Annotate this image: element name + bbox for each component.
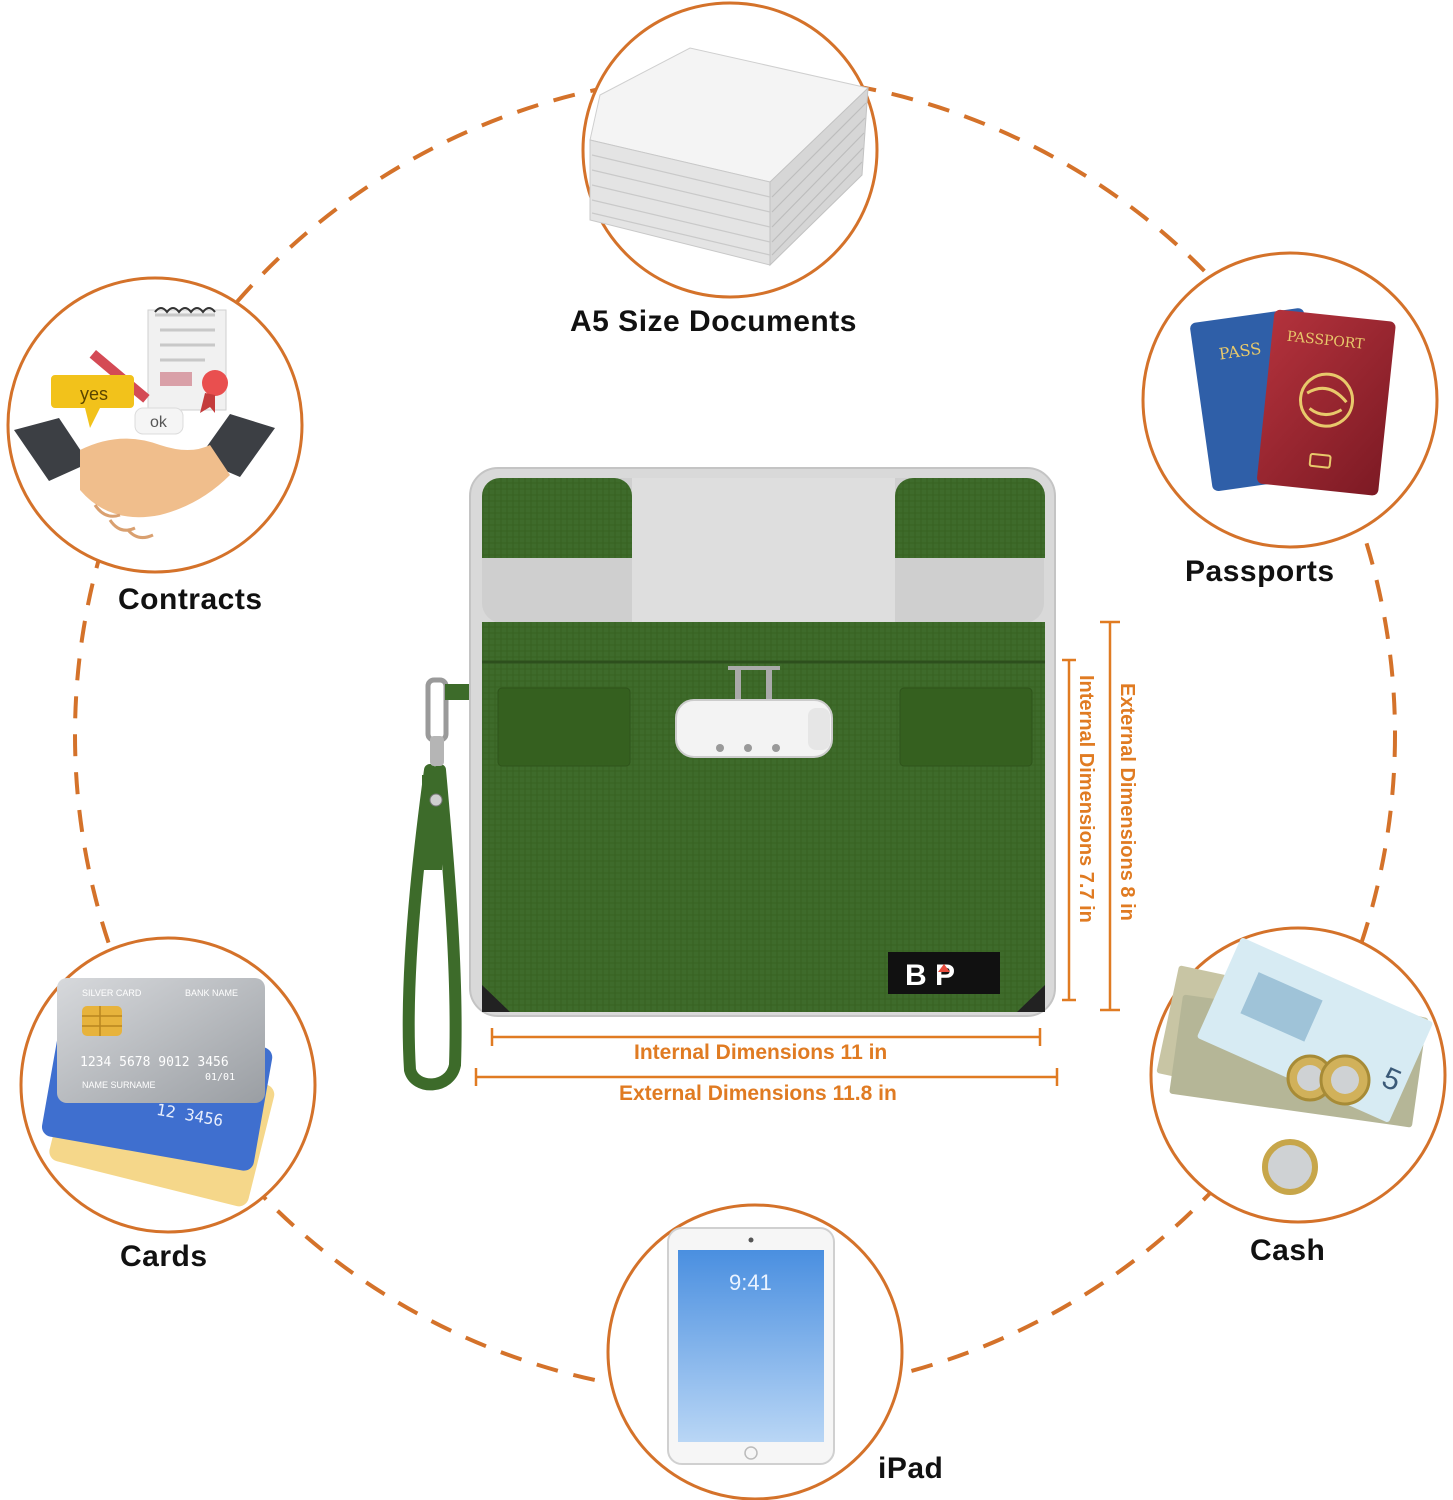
- bank-cards-icon: 12 3456 SILVER CARD BANK NAME 1234 5678 …: [41, 978, 275, 1207]
- document-bag: B P: [402, 467, 1056, 1091]
- contracts-label: Contracts: [118, 583, 263, 616]
- ok-bubble-text: ok: [150, 414, 168, 431]
- card-expiry-text: 01/01: [205, 1072, 235, 1083]
- internal-width-label: Internal Dimensions 11 in: [634, 1041, 888, 1064]
- brand-logo: B P: [888, 952, 1000, 994]
- combination-lock-icon: [675, 666, 833, 758]
- cash-vignette: 5: [1149, 926, 1447, 1224]
- passports-vignette: PASS PASSPORT: [1141, 251, 1439, 549]
- external-width-label: External Dimensions 11.8 in: [619, 1082, 897, 1105]
- a5-documents-vignette: [581, 1, 879, 299]
- passports-label: Passports: [1185, 555, 1335, 588]
- internal-height-label: Internal Dimensions 7.7 in: [1075, 675, 1097, 923]
- ipad-vignette: 9:41: [606, 1203, 904, 1500]
- handshake-icon: yes ok: [14, 307, 275, 540]
- card-top-left-text: SILVER CARD: [82, 988, 142, 998]
- card-number-text: 1234 5678 9012 3456: [80, 1055, 229, 1070]
- cards-label: Cards: [120, 1240, 208, 1273]
- ipad-icon: 9:41: [667, 1227, 835, 1465]
- ipad-time-text: 9:41: [729, 1270, 772, 1295]
- brand-logo-text: B P: [905, 959, 955, 992]
- cards-vignette: 12 3456 SILVER CARD BANK NAME 1234 5678 …: [19, 936, 317, 1234]
- passport-icon: PASS PASSPORT: [1190, 308, 1396, 496]
- cash-label: Cash: [1250, 1234, 1326, 1267]
- yes-bubble-text: yes: [80, 384, 108, 404]
- external-height-label: External Dimensions 8 in: [1116, 683, 1138, 921]
- a5-documents-label: A5 Size Documents: [570, 305, 857, 338]
- wrist-strap: [402, 677, 490, 1091]
- card-holder-text: NAME SURNAME: [82, 1080, 156, 1090]
- contracts-vignette: yes ok: [6, 276, 304, 574]
- ipad-label: iPad: [878, 1452, 944, 1485]
- card-top-right-text: BANK NAME: [185, 988, 238, 998]
- paper-stack-icon: [589, 47, 869, 267]
- cash-icon: 5: [1156, 938, 1433, 1195]
- dimension-lines: [474, 620, 1120, 1086]
